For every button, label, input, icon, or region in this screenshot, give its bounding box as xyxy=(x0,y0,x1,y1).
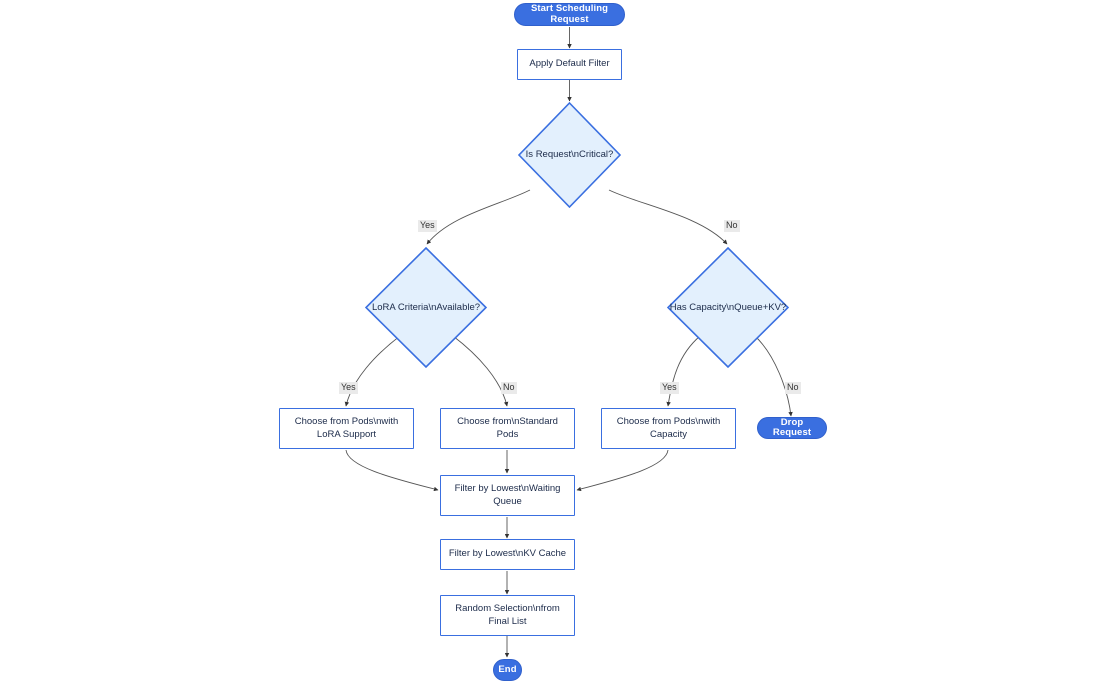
diamond-shape-icon xyxy=(667,247,789,368)
node-choose-pods-capacity-line1: Choose from Pods\nwith xyxy=(616,415,721,427)
node-choose-pods-lora-support-line1: Choose from Pods\nwith xyxy=(294,415,399,427)
node-drop-request[interactable]: Drop Request xyxy=(757,417,827,439)
diamond-shape-icon xyxy=(518,102,621,208)
node-choose-pods-capacity-line2: Capacity xyxy=(650,428,687,440)
node-filter-lowest-kv-cache-label: Filter by Lowest\nKV Cache xyxy=(448,548,567,560)
node-filter-lowest-waiting-queue-line1: Filter by Lowest\nWaiting xyxy=(454,482,561,494)
edge-is-critical-no-to-capacity xyxy=(608,189,728,245)
node-is-request-critical-label: Is Request\nCritical? xyxy=(525,149,614,161)
node-apply-default-filter[interactable]: Apply Default Filter xyxy=(517,49,622,80)
node-choose-standard-pods[interactable]: Choose from\nStandard Pods xyxy=(440,408,575,449)
edge-pods-lora-to-filter-queue xyxy=(345,449,439,492)
edge-label-lora-yes: Yes xyxy=(339,382,358,394)
node-filter-lowest-waiting-queue-line2: Queue xyxy=(493,495,522,507)
node-choose-pods-lora-support[interactable]: Choose from Pods\nwith LoRA Support xyxy=(279,408,414,449)
node-choose-standard-pods-line1: Choose from\nStandard xyxy=(457,415,558,427)
node-has-capacity-queue-kv-label: Has Capacity\nQueue+KV? xyxy=(669,301,787,313)
node-start-label: Start Scheduling Request xyxy=(530,3,609,25)
node-start-scheduling-request[interactable]: Start Scheduling Request xyxy=(514,3,625,26)
edge-is-critical-yes-to-lora xyxy=(426,189,531,245)
node-apply-default-filter-label: Apply Default Filter xyxy=(529,58,610,70)
node-drop-request-label: Drop Request xyxy=(772,416,812,438)
edge-label-critical-yes: Yes xyxy=(418,220,437,232)
node-choose-standard-pods-line2: Pods xyxy=(496,428,519,440)
node-is-request-critical[interactable]: Is Request\nCritical? xyxy=(518,102,621,208)
node-choose-pods-capacity[interactable]: Choose from Pods\nwith Capacity xyxy=(601,408,736,449)
edge-pods-capacity-to-filter-queue xyxy=(576,449,669,492)
node-random-selection-final-list-line2: Final List xyxy=(488,615,527,627)
node-filter-lowest-kv-cache[interactable]: Filter by Lowest\nKV Cache xyxy=(440,539,575,570)
node-random-selection-final-list-line1: Random Selection\nfrom xyxy=(455,602,560,614)
node-filter-lowest-waiting-queue[interactable]: Filter by Lowest\nWaiting Queue xyxy=(440,475,575,516)
node-end-label: End xyxy=(498,663,517,675)
edge-label-lora-no: No xyxy=(501,382,517,394)
edge-label-capacity-no: No xyxy=(785,382,801,394)
node-choose-pods-lora-support-line2: LoRA Support xyxy=(316,428,377,440)
node-has-capacity-queue-kv[interactable]: Has Capacity\nQueue+KV? xyxy=(667,247,789,368)
edge-label-capacity-yes: Yes xyxy=(660,382,679,394)
node-lora-criteria-available-label: LoRA Criteria\nAvailable? xyxy=(371,301,481,313)
diamond-shape-icon xyxy=(365,247,487,368)
edge-label-critical-no: No xyxy=(724,220,740,232)
node-random-selection-final-list[interactable]: Random Selection\nfrom Final List xyxy=(440,595,575,636)
node-end[interactable]: End xyxy=(493,659,522,681)
node-lora-criteria-available[interactable]: LoRA Criteria\nAvailable? xyxy=(365,247,487,368)
